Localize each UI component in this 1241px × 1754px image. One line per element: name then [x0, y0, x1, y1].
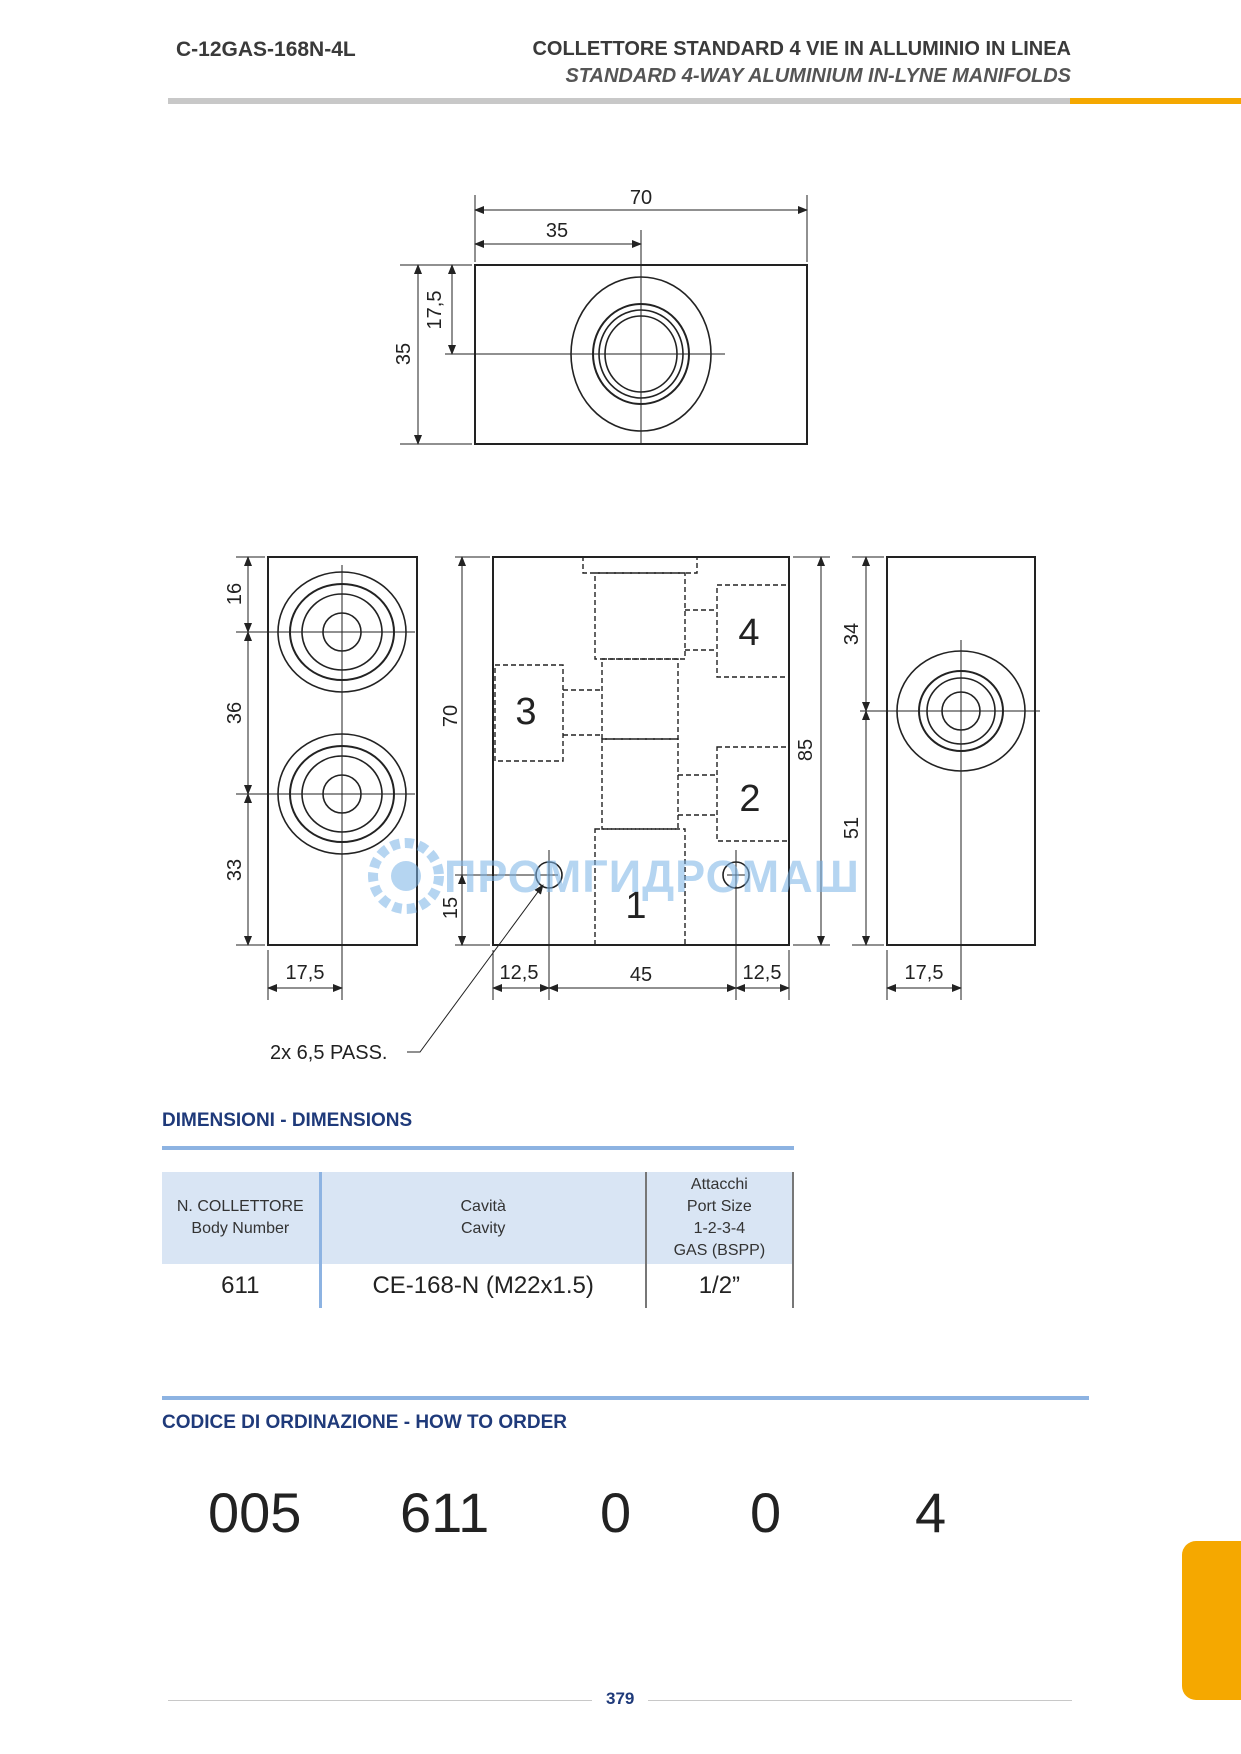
port-label-3: 3	[515, 691, 536, 733]
footer-rule-right	[648, 1700, 1072, 1701]
dim-front-height: 70	[440, 705, 462, 727]
dim-top-width: 70	[630, 187, 652, 209]
port-label-4: 4	[738, 612, 759, 654]
dim-top-height: 35	[393, 343, 415, 365]
dim-front-overall: 85	[795, 739, 817, 761]
port-label-1: 1	[625, 885, 646, 927]
title-english: STANDARD 4-WAY ALUMINIUM IN-LYNE MANIFOL…	[565, 65, 1071, 87]
front-view	[407, 556, 830, 1053]
order-code-4: 0	[750, 1481, 782, 1544]
order-code-5: 4	[915, 1481, 947, 1544]
header-cavity: Cavità Cavity	[318, 1172, 646, 1264]
watermark-logo: ПРОМГИДРОМАШ	[368, 838, 860, 914]
header-accent-bar	[1070, 98, 1241, 104]
cell-port-size: 1/2”	[644, 1264, 795, 1308]
table-row: 611 CE-168-N (M22x1.5) 1/2”	[162, 1264, 795, 1308]
dim-left-d3: 33	[224, 859, 246, 881]
cell-cavity: CE-168-N (M22x1.5)	[318, 1264, 646, 1308]
side-tab	[1182, 1541, 1241, 1700]
order-code-3: 0	[600, 1481, 632, 1544]
footer-rule-left	[168, 1700, 592, 1701]
technical-drawing: 70 35 35 17,5 16 36 33 17,5	[224, 187, 1040, 1064]
dim-top-half-height: 17,5	[424, 291, 446, 330]
drawing-note: 2x 6,5 PASS.	[270, 1042, 387, 1064]
table-header-row: N. COLLETTORE Body Number Cavità Cavity …	[162, 1172, 795, 1264]
dim-front-hole-height: 15	[440, 897, 462, 919]
dim-left-bottom: 17,5	[286, 962, 325, 984]
dim-left-d1: 16	[224, 583, 246, 605]
top-view	[400, 195, 808, 445]
dim-front-bottom-left: 12,5	[500, 962, 539, 984]
order-title: CODICE DI ORDINAZIONE - HOW TO ORDER	[162, 1412, 567, 1433]
dimensions-rule	[162, 1146, 794, 1150]
dimensions-title: DIMENSIONI - DIMENSIONS	[162, 1110, 413, 1131]
dim-right-upper: 34	[841, 623, 863, 645]
dim-right-bottom: 17,5	[905, 962, 944, 984]
right-view	[852, 556, 1040, 1000]
dimensions-table: N. COLLETTORE Body Number Cavità Cavity …	[162, 1172, 795, 1308]
dim-front-bottom-mid: 45	[630, 964, 652, 986]
watermark-text: ПРОМГИДРОМАШ	[444, 851, 860, 902]
dim-front-bottom-right: 12,5	[743, 962, 782, 984]
header-port-size: Attacchi Port Size 1-2-3-4 GAS (BSPP)	[644, 1172, 795, 1264]
page-number: 379	[606, 1689, 635, 1708]
title-italian: COLLETTORE STANDARD 4 VIE IN ALLUMINIO I…	[532, 38, 1071, 60]
port-label-2: 2	[739, 778, 760, 820]
dim-top-half-width: 35	[546, 220, 568, 242]
dim-left-d2: 36	[224, 702, 246, 724]
left-view	[236, 556, 418, 1000]
order-rule	[162, 1396, 1089, 1400]
header-rule	[168, 98, 1070, 104]
product-code: C-12GAS-168N-4L	[176, 38, 356, 61]
cell-body-number: 611	[221, 1272, 260, 1299]
order-code-1: 005	[208, 1481, 302, 1544]
dim-right-lower: 51	[841, 817, 863, 839]
header-body-number: N. COLLETTORE Body Number	[162, 1172, 321, 1264]
order-code-2: 611	[400, 1481, 490, 1544]
